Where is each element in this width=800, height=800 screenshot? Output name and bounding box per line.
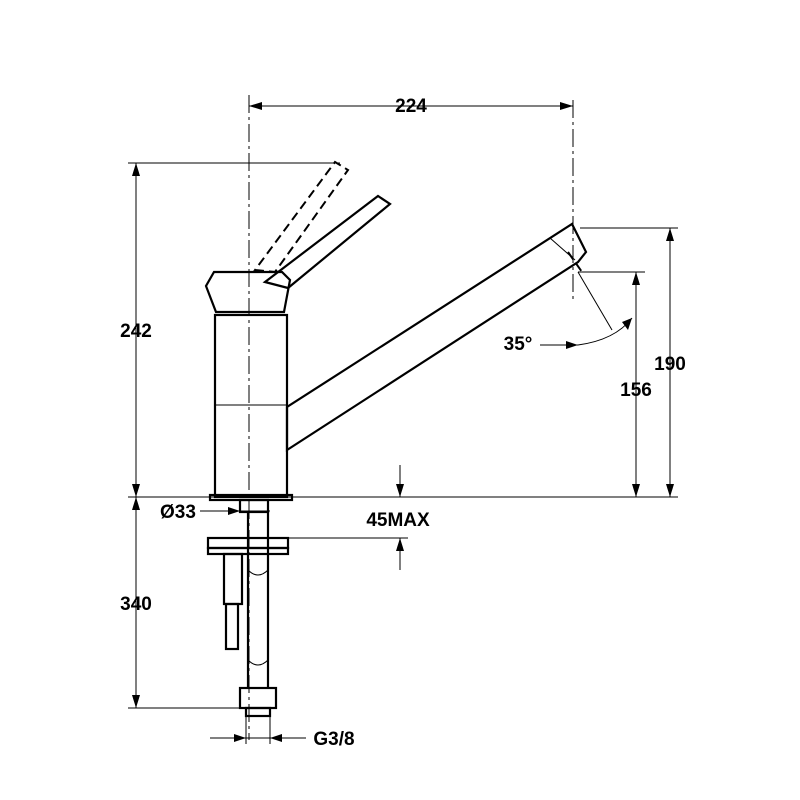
dim-label-hose-length: 340 — [120, 594, 152, 615]
faucet-outline — [204, 160, 633, 502]
angle-ray — [577, 271, 613, 331]
dim-label-diameter: Ø33 — [160, 502, 196, 523]
dim-angle: 35° — [504, 334, 578, 355]
dim-thread: G3/8 — [210, 716, 355, 750]
dim-242: 242 — [120, 162, 340, 497]
under-deck-assembly — [206, 498, 290, 718]
dim-190: 190 — [580, 227, 686, 497]
cartridge-edge — [205, 271, 215, 287]
stud-rod — [222, 552, 244, 606]
spout-arm — [285, 222, 588, 453]
faucet-column — [213, 313, 289, 499]
dim-156: 156 — [578, 271, 652, 497]
hose-crimp — [247, 569, 269, 666]
dim-340: 340 — [120, 497, 245, 709]
dim-label-deck-thickness: 45MAX — [366, 510, 430, 531]
dim-label-height: 242 — [120, 321, 152, 342]
dim-224: 224 — [249, 96, 573, 117]
flex-hose — [246, 512, 270, 688]
dim-label-thread: G3/8 — [313, 729, 354, 750]
angle-arrowhead — [622, 318, 632, 330]
dim-label-reach: 224 — [395, 96, 427, 117]
dim-label-outlet-height: 190 — [654, 354, 686, 375]
dim-label-clearance: 156 — [620, 380, 652, 401]
spout-tip-line — [549, 237, 576, 261]
hose-connector-nut — [238, 686, 278, 710]
lever-alt-position — [253, 160, 350, 274]
lever-cartridge — [204, 270, 292, 314]
stud-rod-end — [224, 602, 240, 651]
hose-thread — [244, 706, 272, 718]
lever-handle — [262, 194, 392, 290]
spout-outlet-dash — [567, 251, 583, 273]
dim-label-angle: 35° — [504, 334, 533, 355]
mounting-stud-top — [238, 498, 270, 514]
dim-deck-thickness: 45MAX — [288, 465, 430, 570]
dim-diameter: Ø33 — [160, 502, 270, 523]
